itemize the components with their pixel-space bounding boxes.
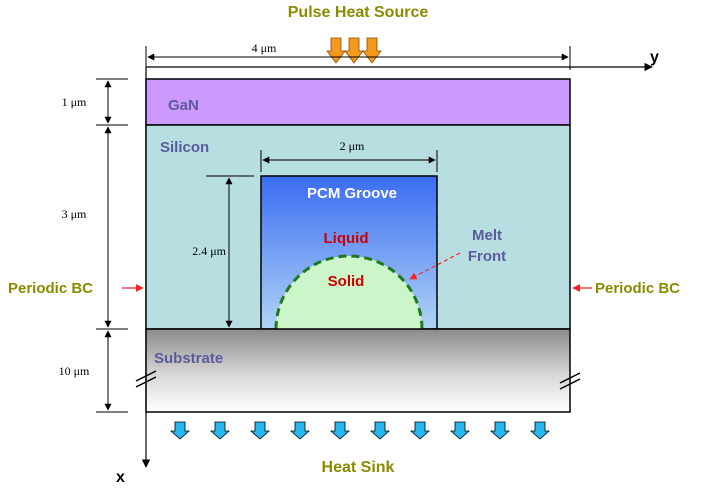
heat-source-arrow [344,37,364,64]
gan-thickness-label: 1 μm [62,95,87,109]
gan-layer [145,78,571,126]
heat-source-arrow [362,37,382,64]
heat-sink-arrows [170,421,550,440]
pulse-heat-source-label: Pulse Heat Source [288,4,429,21]
periodic-bc-left-label: Periodic BC [8,280,93,297]
melt-front-label-line2: Front [468,248,506,265]
heat-sink-arrow [210,421,230,440]
silicon-thickness-label: 3 μm [62,207,87,221]
substrate-layer [145,328,571,413]
heat-source-arrow [326,37,346,64]
substrate-label: Substrate [154,350,223,367]
solid-region [276,256,422,329]
gan-label: GaN [168,97,199,114]
width-dimension-label: 4 μm [252,41,277,55]
x-axis-label: x [116,469,125,486]
heat-sink-arrow [530,421,550,440]
silicon-label: Silicon [160,139,209,156]
heat-sink-arrow [250,421,270,440]
break-mark-right [559,372,581,390]
heat-sink-arrow [170,421,190,440]
melt-front-label-line1: Melt [472,227,502,244]
periodic-bc-right-label: Periodic BC [595,280,680,297]
break-mark-left [135,370,157,388]
heat-sink-arrow [330,421,350,440]
groove-width-label: 2 μm [340,139,365,153]
heat-sink-arrow [490,421,510,440]
heat-sink-arrow [290,421,310,440]
pcm-groove-label: PCM Groove [307,185,397,202]
heat-sink-label: Heat Sink [322,459,395,476]
substrate-thickness-label: 10 μm [59,364,90,378]
heat-sink-arrow [410,421,430,440]
heat-sink-arrow [370,421,390,440]
y-axis-label: y [650,49,659,66]
groove-depth-label: 2.4 μm [192,244,226,258]
melt-front-pointer [409,252,461,280]
liquid-label: Liquid [324,230,369,247]
solid-label: Solid [328,273,365,290]
melt-front-curve [274,254,424,330]
heat-sink-arrow [450,421,470,440]
